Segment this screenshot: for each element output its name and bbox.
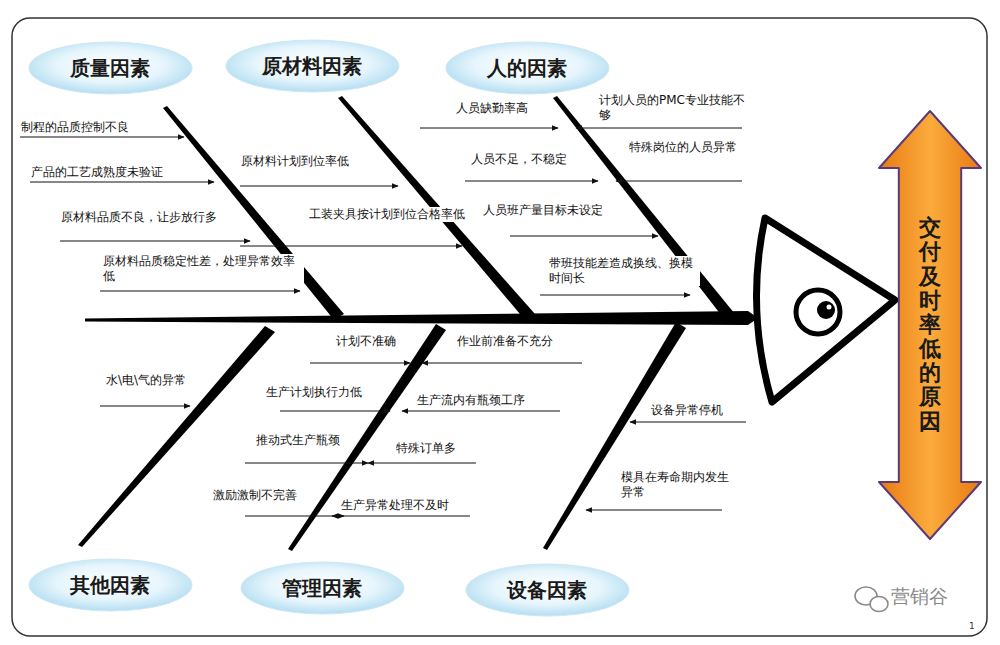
oval-outline: [466, 564, 629, 616]
cause-label: 工装夹具按计划到位合格率低: [308, 207, 470, 222]
fish-eye: [796, 290, 840, 334]
category-name: 其他因素: [70, 572, 150, 599]
cause-label: 制程的品质控制不良: [20, 120, 130, 135]
cause-label: 作业前准备不充分: [456, 334, 554, 349]
cause-label: 人员班产量目标未设定: [482, 203, 604, 218]
oval-outline: [29, 42, 192, 94]
oval-outline: [29, 559, 192, 611]
cause-label: 计划人员的PMC专业技能不够: [598, 93, 750, 123]
oval-outline: [226, 40, 399, 92]
category-oval: 其他因素: [28, 558, 193, 612]
cause-label: 生产计划执行力低: [265, 385, 363, 400]
fish-head: [756, 218, 895, 402]
arrow-outline: [879, 111, 981, 539]
cause-label: 原材料品质稳定性差，处理异常效率低: [102, 254, 304, 284]
cause-label: 激励激制不完善: [212, 488, 298, 503]
cause-arrows: [20, 128, 746, 516]
cause-label: 设备异常停机: [650, 403, 724, 418]
effect-arrow: 交付及时率低的原因: [878, 110, 982, 540]
oval-outline: [241, 562, 404, 614]
cause-label: 特殊订单多: [395, 441, 457, 456]
cause-label: 原材料计划到位率低: [240, 154, 350, 169]
frame: [12, 18, 987, 636]
watermark-icon: [855, 587, 888, 612]
category-oval: 人的因素: [445, 41, 610, 95]
category-oval: 设备因素: [465, 563, 630, 617]
cause-label: 人员缺勤率高: [455, 101, 529, 116]
cause-label: 原材料品质不良，让步放行多: [60, 210, 222, 225]
cause-label: 生产异常处理不及时: [340, 498, 450, 513]
cause-label: 人员不足，不稳定: [470, 152, 568, 167]
category-name: 原材料因素: [262, 53, 362, 80]
cause-label: 推动式生产瓶颈: [255, 433, 341, 448]
cause-label: 模具在寿命期内发生异常: [620, 470, 737, 500]
effect-title: 交付及时率低的原因: [919, 216, 941, 434]
category-oval: 质量因素: [28, 41, 193, 95]
category-name: 设备因素: [507, 577, 587, 604]
cause-label: 水\电\气的异常: [105, 373, 187, 388]
page-number: 1: [968, 621, 976, 631]
spine: [85, 311, 758, 325]
category-name: 质量因素: [70, 55, 150, 82]
fish-pupil: [817, 301, 835, 319]
category-oval: 管理因素: [240, 561, 405, 615]
cause-label: 产品的工艺成熟度未验证: [30, 165, 164, 180]
category-oval: 原材料因素: [225, 39, 400, 93]
category-name: 管理因素: [282, 575, 362, 602]
category-name: 人的因素: [487, 55, 567, 82]
cause-label: 特殊岗位的人员异常: [628, 140, 742, 155]
oval-outline: [446, 42, 609, 94]
watermark: 营销谷: [890, 585, 949, 607]
cause-label: 带班技能差造成换线、换模时间长: [548, 256, 700, 286]
fish-pupil-shine: [827, 305, 832, 310]
cause-label: 计划不准确: [335, 334, 397, 349]
cause-label: 生产流内有瓶颈工序: [416, 393, 526, 408]
